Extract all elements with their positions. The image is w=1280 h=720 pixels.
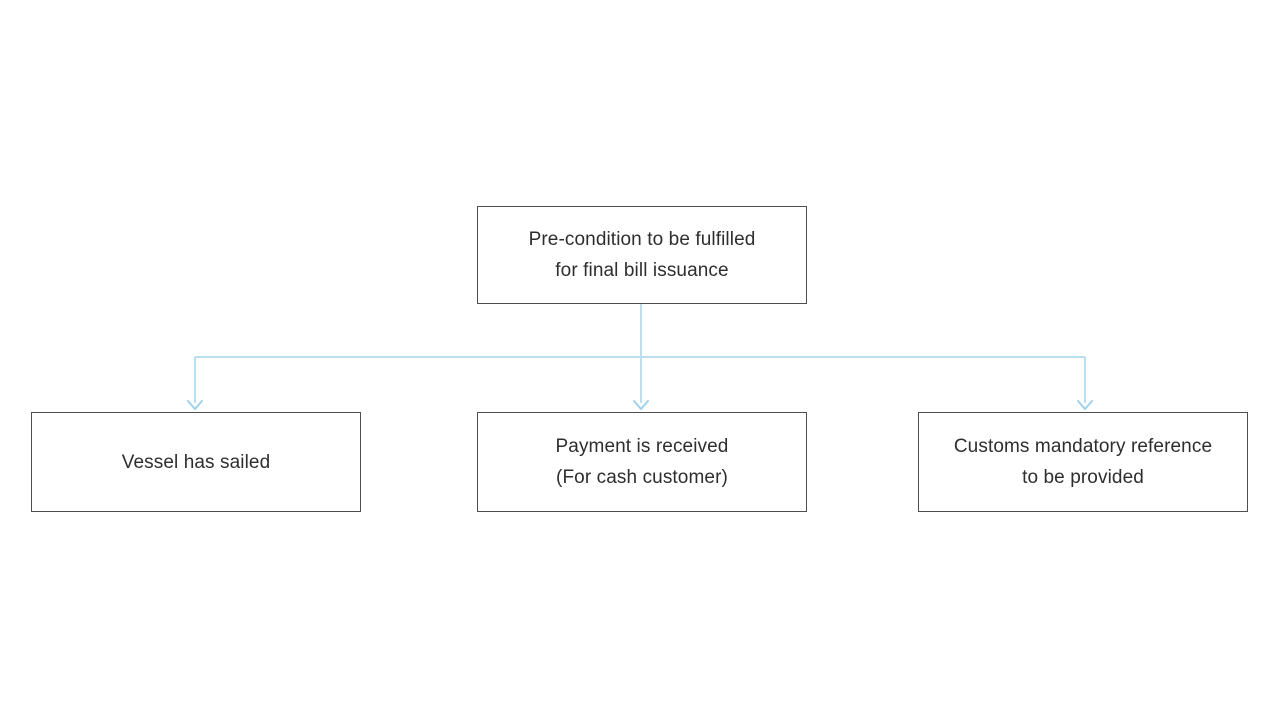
node-vessel-sailed-label: Vessel has sailed <box>121 451 271 473</box>
node-precondition-label: Pre-condition to be fulfilled for final … <box>528 229 756 281</box>
node-customs-reference-label: Customs mandatory reference to be provid… <box>953 436 1213 488</box>
node-vessel-sailed: Vessel has sailed <box>31 412 361 512</box>
node-precondition: Pre-condition to be fulfilled for final … <box>477 206 807 304</box>
node-payment-received-label: Payment is received (For cash customer) <box>555 436 729 488</box>
arrow-down-icon <box>187 400 203 410</box>
arrow-down-icon <box>1077 400 1093 410</box>
node-payment-received: Payment is received (For cash customer) <box>477 412 807 512</box>
node-customs-reference: Customs mandatory reference to be provid… <box>918 412 1248 512</box>
arrow-down-icon <box>633 400 649 410</box>
